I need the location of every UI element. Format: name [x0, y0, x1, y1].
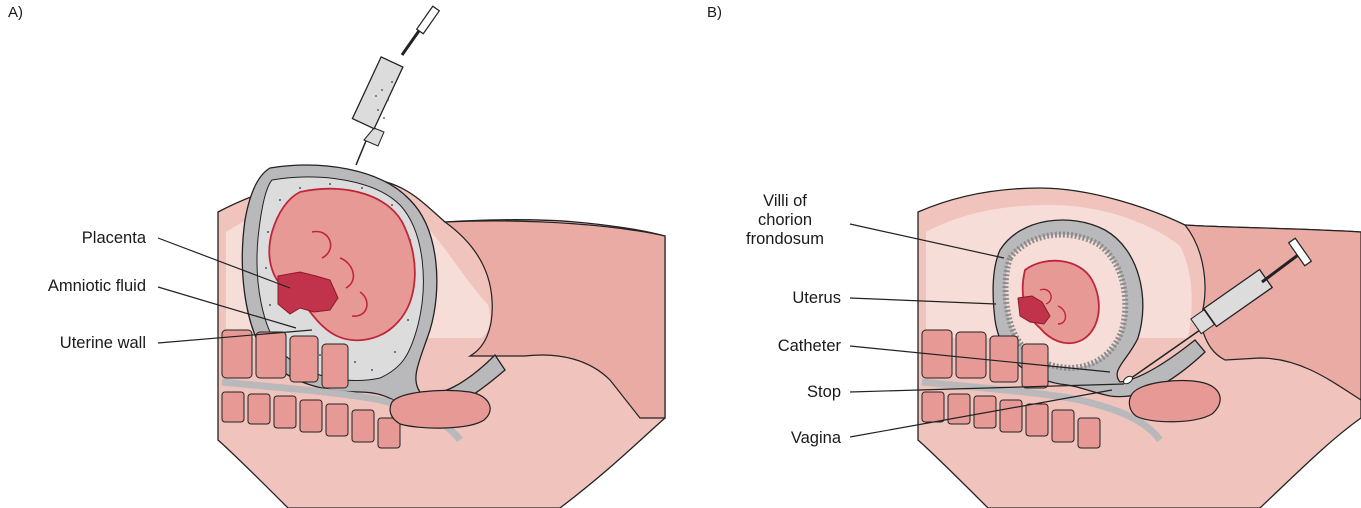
label-villi-chorion-frondosum: Villi of chorion frondosum — [725, 192, 845, 249]
label-amniotic-fluid: Amniotic fluid — [48, 276, 146, 296]
syringe-a — [352, 6, 439, 165]
label-placenta: Placenta — [82, 228, 146, 248]
panel-a-anatomy — [158, 6, 665, 508]
label-uterine-wall: Uterine wall — [60, 333, 146, 353]
label-uterus: Uterus — [792, 288, 841, 308]
label-stop: Stop — [807, 382, 841, 402]
label-vagina: Vagina — [791, 428, 841, 448]
panel-b-anatomy — [850, 188, 1361, 508]
label-catheter: Catheter — [778, 336, 841, 356]
